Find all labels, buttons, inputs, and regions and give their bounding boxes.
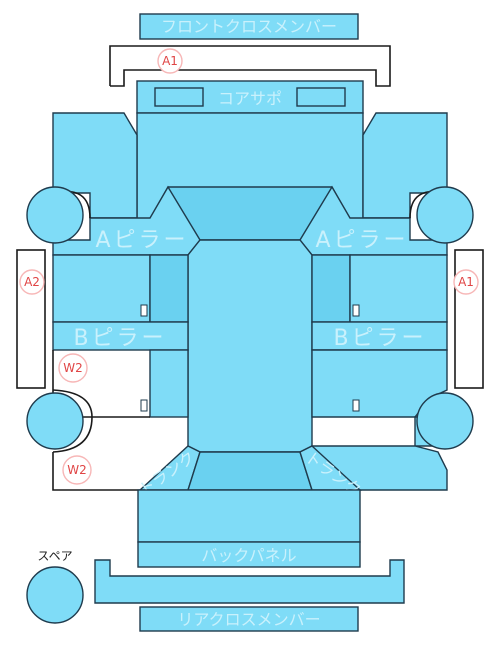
badge-a1-right[interactable]: A1 xyxy=(453,269,479,295)
left-front-door[interactable] xyxy=(52,254,151,323)
rear-cross-member[interactable] xyxy=(139,606,359,632)
svg-text:W2: W2 xyxy=(63,361,83,375)
back-panel[interactable] xyxy=(137,541,361,568)
core-support-right-slot xyxy=(296,87,346,107)
left-front-door-window[interactable] xyxy=(149,254,189,323)
left-a-pillar-label: Aピラー xyxy=(95,228,188,253)
trunk[interactable] xyxy=(137,489,361,543)
left-rear-door-handle xyxy=(140,399,148,412)
svg-text:A2: A2 xyxy=(24,275,40,289)
badge-a2-left[interactable]: A2 xyxy=(19,269,45,295)
svg-text:A1: A1 xyxy=(458,275,474,289)
right-rear-wheel[interactable] xyxy=(416,392,474,450)
right-a-pillar-label: Aピラー xyxy=(315,228,408,253)
core-support-left-slot xyxy=(154,87,204,107)
right-front-door[interactable] xyxy=(349,254,448,323)
front-bumper-outline xyxy=(109,45,391,87)
svg-text:A1: A1 xyxy=(162,54,178,68)
right-front-wheel[interactable] xyxy=(416,186,474,244)
rear-cross-member-label: リアクロスメンバー xyxy=(177,610,320,629)
svg-text:W2: W2 xyxy=(67,463,87,477)
front-cross-member-label: フロントクロスメンバー xyxy=(161,17,337,36)
right-front-door-handle xyxy=(352,304,360,317)
right-rear-door-handle xyxy=(352,399,360,412)
left-rear-arch-top xyxy=(52,389,93,418)
rear-bumper[interactable] xyxy=(94,559,405,604)
badge-a1-top[interactable]: A1 xyxy=(157,48,183,74)
front-cross-member[interactable] xyxy=(139,13,359,40)
roof[interactable] xyxy=(187,239,313,453)
rear-window[interactable] xyxy=(187,451,313,491)
left-front-door-handle xyxy=(140,304,148,317)
left-rear-fender-outline xyxy=(52,452,140,491)
left-front-wheel[interactable] xyxy=(26,186,84,244)
left-rear-arch-bottom xyxy=(52,416,93,453)
left-rear-door[interactable] xyxy=(149,349,189,418)
left-b-pillar[interactable] xyxy=(52,321,189,351)
core-support-label: コアサポ xyxy=(218,89,282,108)
right-b-pillar-label: Bピラー xyxy=(333,326,426,351)
back-panel-label: バックパネル xyxy=(201,546,296,565)
spare-wheel[interactable] xyxy=(26,566,84,624)
left-rear-wheel[interactable] xyxy=(26,392,84,450)
spare-label: スペア xyxy=(37,549,72,563)
right-front-door-window[interactable] xyxy=(311,254,351,323)
right-side-skirt[interactable] xyxy=(454,249,484,389)
left-side-skirt[interactable] xyxy=(16,249,46,389)
badge-w2-lower[interactable]: W2 xyxy=(62,455,92,485)
badge-w2-upper[interactable]: W2 xyxy=(58,353,88,383)
left-b-pillar-label: Bピラー xyxy=(73,326,166,351)
